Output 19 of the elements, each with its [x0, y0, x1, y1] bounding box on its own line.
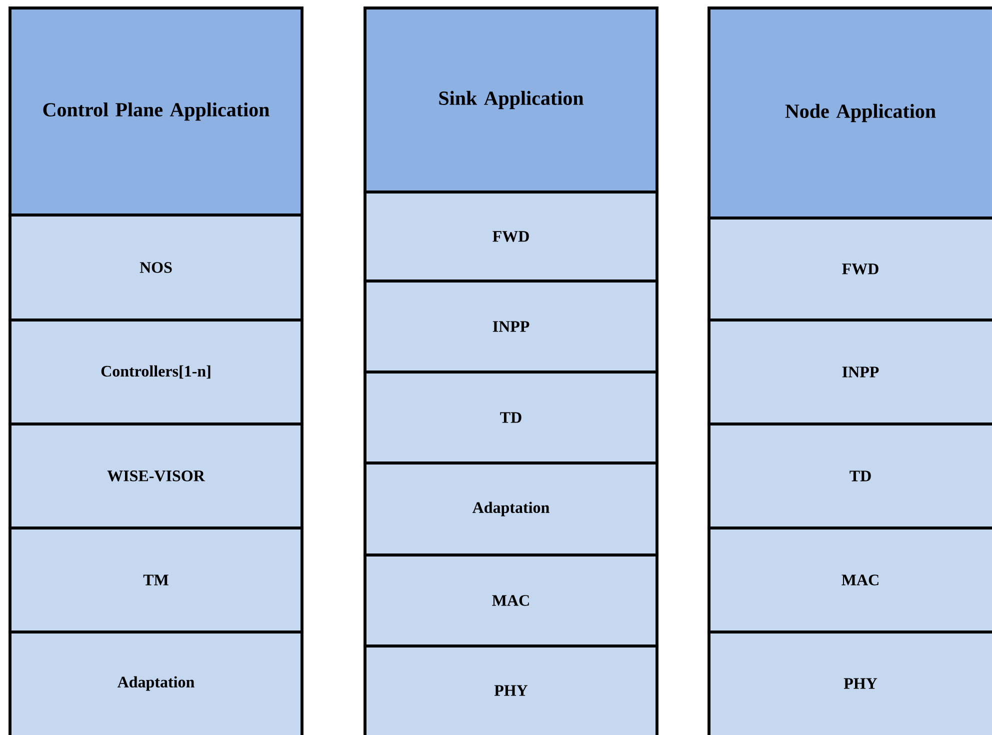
- header-box: Node Application: [708, 6, 992, 220]
- layer-box: MAC: [708, 526, 992, 634]
- layer-box: FWD: [364, 190, 658, 282]
- layer-box: MAC: [364, 554, 658, 648]
- layer-box: Adaptation: [8, 630, 304, 735]
- layer-box: TM: [8, 526, 304, 634]
- layer-box: WISE-VISOR: [8, 422, 304, 530]
- header-box: Sink Application: [364, 6, 658, 194]
- layer-box: INPP: [708, 318, 992, 426]
- layer-box: INPP: [364, 280, 658, 374]
- layer-box: Controllers[1-n]: [8, 318, 304, 426]
- layer-box: PHY: [364, 644, 658, 735]
- layer-box: TD: [708, 422, 992, 530]
- layer-box: TD: [364, 370, 658, 464]
- header-box: Control Plane Application: [8, 6, 304, 216]
- layer-box: Adaptation: [364, 462, 658, 556]
- layer-box: PHY: [708, 630, 992, 735]
- layer-box: FWD: [708, 216, 992, 322]
- layer-box: NOS: [8, 214, 304, 322]
